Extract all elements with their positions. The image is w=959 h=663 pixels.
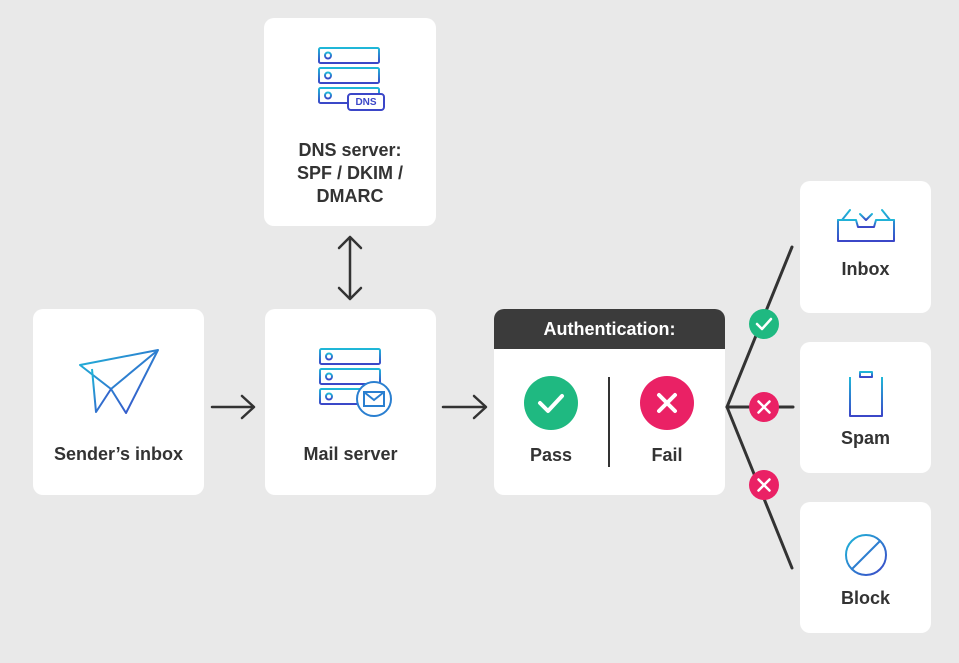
branch-spam-x-icon (749, 392, 779, 422)
paper-plane-icon (79, 349, 159, 414)
fail-label: Fail (651, 445, 683, 465)
spam-label: Spam (840, 428, 891, 448)
branch-inbox-check-icon (749, 309, 779, 339)
authentication-header: Authentication: (494, 309, 725, 349)
pass-label: Pass (529, 445, 573, 465)
branch-block-x-icon (749, 470, 779, 500)
inbox-card: Inbox (800, 181, 931, 313)
authentication-card: Authentication: Pass Fail (494, 309, 725, 495)
sender-inbox-card: Sender’s inbox (33, 309, 204, 495)
dns-server-label: DNS server: SPF / DKIM / DMARC (296, 140, 403, 206)
server-stack-icon (318, 47, 385, 111)
sender-to-mail-arrow (210, 394, 256, 420)
inbox-label: Inbox (841, 259, 890, 279)
inbox-tray-icon (837, 201, 895, 242)
mail-server-card: Mail server (265, 309, 436, 495)
dns-server-card: DNS DNS server: SPF / DKIM / DMARC (264, 18, 436, 226)
dns-mail-double-arrow (337, 235, 363, 301)
x-circle-icon (640, 376, 694, 430)
mail-to-auth-arrow (441, 394, 488, 420)
sender-inbox-label: Sender’s inbox (53, 444, 184, 464)
block-card: Block (800, 502, 931, 633)
pass-fail-divider (608, 377, 610, 467)
spam-card: Spam (800, 342, 931, 473)
block-label: Block (840, 588, 891, 608)
dns-badge-text: DNS (355, 97, 377, 108)
trash-can-icon (846, 371, 886, 417)
mail-server-label: Mail server (303, 444, 398, 464)
server-stack-mail-icon (319, 348, 392, 417)
no-entry-icon (845, 534, 887, 576)
check-circle-icon (524, 376, 578, 430)
